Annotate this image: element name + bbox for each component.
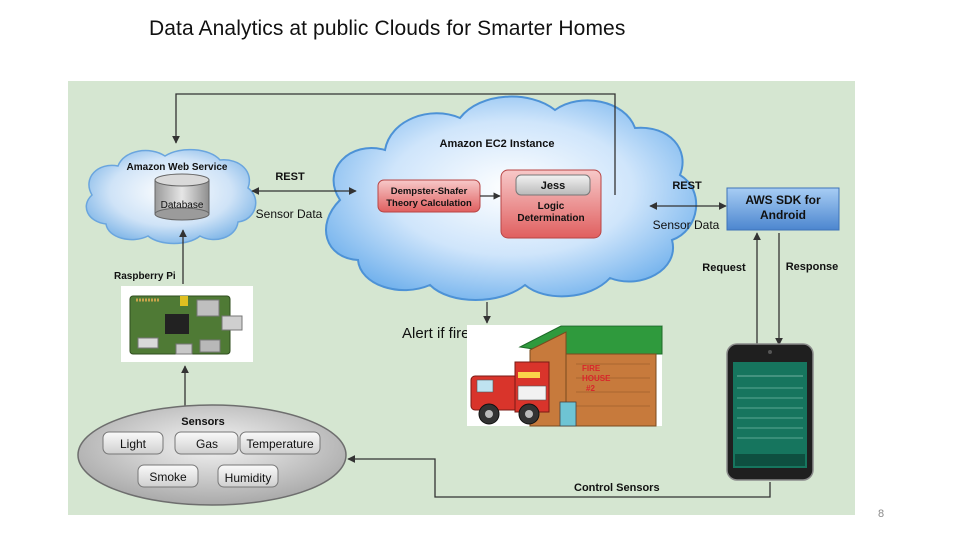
sensor-data-left-label: Sensor Data	[256, 207, 323, 221]
page-number: 8	[878, 508, 885, 520]
jess-label: Jess	[541, 180, 565, 192]
control-sensors-arrow	[347, 455, 771, 498]
database-icon	[154, 173, 210, 221]
aws-sdk-label-1: AWS SDK for	[745, 193, 821, 207]
fire-house-text-1: FIRE	[582, 364, 601, 373]
sensor-temperature-label: Temperature	[246, 437, 314, 451]
aws-sdk-label-2: Android	[760, 208, 806, 222]
dempster-label-1: Dempster-Shafer	[391, 186, 468, 197]
logic-label-2: Determination	[517, 213, 584, 224]
sensor-gas-pill	[174, 431, 239, 455]
fire-house-illustration	[467, 325, 663, 427]
ec2-label: Amazon EC2 Instance	[440, 138, 555, 150]
raspberry-pi-board-icon	[121, 286, 253, 362]
jess-box	[515, 174, 591, 196]
control-sensors-label: Control Sensors	[574, 482, 660, 494]
raspberry-pi-label: Raspberry Pi	[114, 271, 176, 282]
logic-label-1: Logic	[538, 201, 565, 212]
sensor-smoke-pill	[137, 464, 199, 488]
smartphone-icon	[726, 343, 814, 481]
request-label: Request	[702, 262, 746, 274]
sensor-gas-label: Gas	[196, 437, 218, 451]
aws-label: Amazon Web Service	[127, 162, 228, 173]
response-label: Response	[786, 261, 839, 273]
rest-left-label: REST	[275, 171, 305, 183]
database-label: Database	[161, 200, 204, 211]
sensor-light-label: Light	[120, 437, 147, 451]
sensor-data-right-label: Sensor Data	[653, 218, 720, 232]
sensor-temperature-pill	[239, 431, 321, 455]
sensor-smoke-label: Smoke	[149, 470, 187, 484]
aws-sdk-box	[726, 187, 840, 231]
sensors-title: Sensors	[181, 416, 224, 428]
sensor-humidity-pill	[217, 464, 279, 488]
fire-house-text-2: HOUSE	[582, 374, 611, 383]
rest-right-label: REST	[672, 180, 702, 192]
feedback-loop-arrow	[172, 93, 616, 195]
sensor-light-pill	[102, 431, 164, 455]
fire-house-text-3: #2	[586, 384, 595, 393]
slide-title: Data Analytics at public Clouds for Smar…	[149, 17, 626, 40]
sensor-humidity-label: Humidity	[225, 471, 272, 485]
dempster-label-2: Theory Calculation	[386, 198, 472, 209]
